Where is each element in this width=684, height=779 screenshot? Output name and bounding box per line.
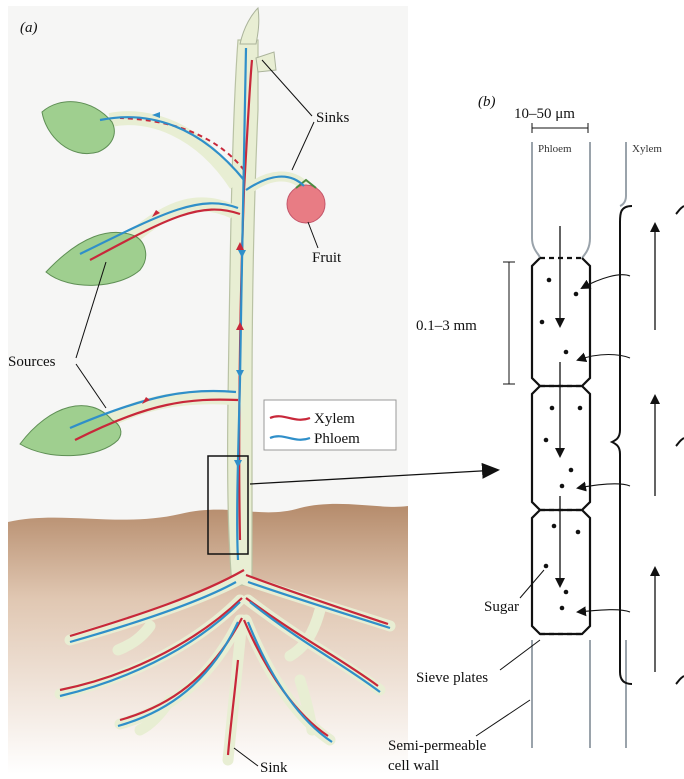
label-sugar: Sugar	[484, 599, 519, 615]
sugar-molecules	[540, 278, 583, 611]
sieve-tube-cells	[532, 258, 590, 634]
legend-phloem-label: Phloem	[314, 431, 360, 447]
phloem-column-label: Phloem	[538, 143, 572, 155]
label-sieve-plates: Sieve plates	[416, 670, 488, 686]
length-scale-label: 0.1–3 mm	[416, 318, 477, 334]
panel-b-tag: (b)	[478, 94, 496, 110]
panel-a-tag: (a)	[20, 20, 38, 36]
label-sources: Sources	[8, 354, 56, 370]
leader-cell-wall	[476, 700, 530, 736]
width-scale-label: 10–50 μm	[514, 106, 575, 122]
xylem-column-label: Xylem	[632, 143, 662, 155]
legend-xylem-label: Xylem	[314, 411, 355, 427]
panel-b: (b) 10–50 μm Phloem Xylem	[388, 94, 684, 774]
label-cell-wall-line2: cell wall	[388, 758, 439, 774]
sieve-plates	[540, 258, 582, 634]
panel-a: (a) Sinks Fruit Sources Sink Xylem Phloe…	[8, 6, 408, 776]
label-fruit: Fruit	[312, 250, 342, 266]
fruit	[287, 185, 325, 223]
water-inflow-arrows	[578, 275, 630, 612]
leader-sieve-plates	[500, 640, 540, 670]
xylem-vessel-outlines	[612, 206, 684, 684]
label-sinks: Sinks	[316, 110, 350, 126]
legend: Xylem Phloem	[264, 400, 396, 450]
phloem-tube-walls	[532, 142, 590, 748]
label-cell-wall-line1: Semi-permeable	[388, 738, 487, 754]
length-scale	[503, 262, 515, 384]
label-sink: Sink	[260, 760, 288, 776]
